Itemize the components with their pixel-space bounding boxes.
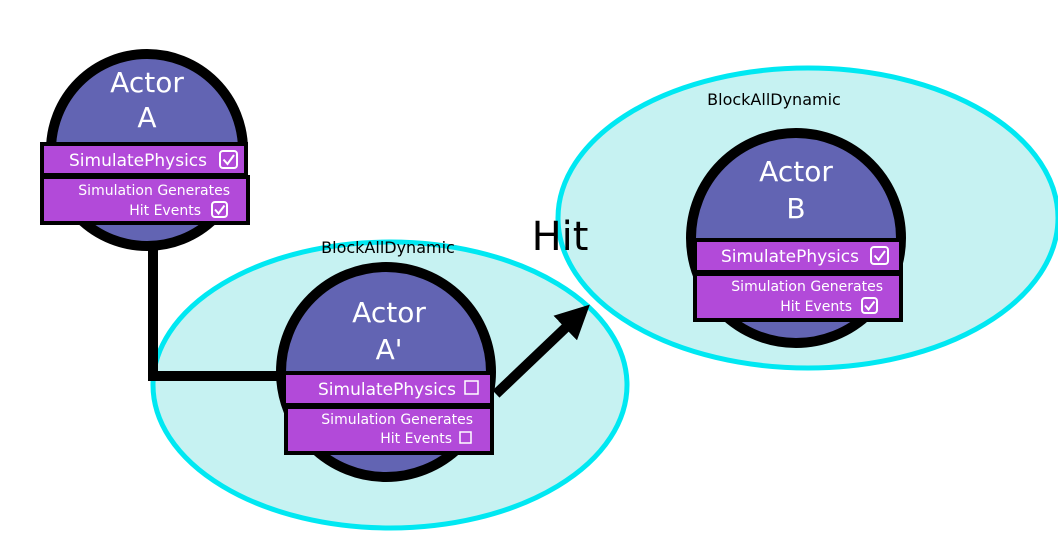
checkmark-icon bbox=[873, 250, 886, 262]
actor-a-hit-events-checkbox[interactable] bbox=[211, 201, 228, 218]
actor-b-title: Actor bbox=[759, 155, 833, 188]
actor-a-prime-title: Actor bbox=[352, 296, 426, 329]
actor-a-simulate-physics-checkbox[interactable] bbox=[219, 150, 238, 169]
zone-label-b: BlockAllDynamic bbox=[707, 90, 841, 109]
actor-b-hit-events-line2: Hit Events bbox=[780, 299, 852, 315]
actor-a-hit-events-row bbox=[40, 175, 250, 225]
actor-a-simulate-physics-label: SimulatePhysics bbox=[69, 151, 207, 171]
checkmark-icon bbox=[214, 204, 226, 216]
actor-b-simulate-physics-row bbox=[693, 238, 903, 274]
actor-a-prime-simulate-physics-label: SimulatePhysics bbox=[318, 380, 456, 400]
checkmark-icon bbox=[864, 300, 876, 312]
hit-arrow bbox=[492, 304, 590, 398]
actor-a-name: A bbox=[137, 101, 156, 134]
actor-b-simulate-physics-checkbox[interactable] bbox=[870, 246, 889, 265]
actor-a-hit-events-line1: Simulation Generates bbox=[78, 183, 230, 199]
actor-a-hit-events-line2: Hit Events bbox=[129, 203, 201, 219]
actor-b-hit-events-line1: Simulation Generates bbox=[731, 279, 883, 295]
actor-a: Actor A SimulatePhysics Simulation Gener… bbox=[40, 49, 250, 251]
actor-a-title: Actor bbox=[110, 66, 184, 99]
actor-a-prime-hit-events-row bbox=[284, 405, 494, 455]
actor-b-hit-events-checkbox[interactable] bbox=[861, 297, 878, 314]
actor-a-prime: Actor A' SimulatePhysics Simulation Gene… bbox=[276, 262, 496, 482]
actor-a-prime-hit-events-checkbox[interactable] bbox=[459, 431, 472, 444]
actor-a-prime-hit-events-line1: Simulation Generates bbox=[321, 412, 473, 428]
checkmark-icon bbox=[222, 154, 235, 166]
actor-b-simulate-physics-label: SimulatePhysics bbox=[721, 247, 859, 267]
zone-label-a-prime: BlockAllDynamic bbox=[321, 238, 455, 257]
connector-a-to-a-prime bbox=[148, 243, 283, 381]
actor-a-prime-simulate-physics-checkbox[interactable] bbox=[464, 380, 479, 395]
actor-b: Actor B SimulatePhysics Simulation Gener… bbox=[686, 128, 906, 348]
actor-a-prime-name: A' bbox=[376, 333, 403, 366]
actor-a-prime-hit-events-line2: Hit Events bbox=[380, 431, 452, 447]
hit-label: Hit bbox=[532, 214, 589, 260]
actor-b-name: B bbox=[786, 192, 805, 225]
